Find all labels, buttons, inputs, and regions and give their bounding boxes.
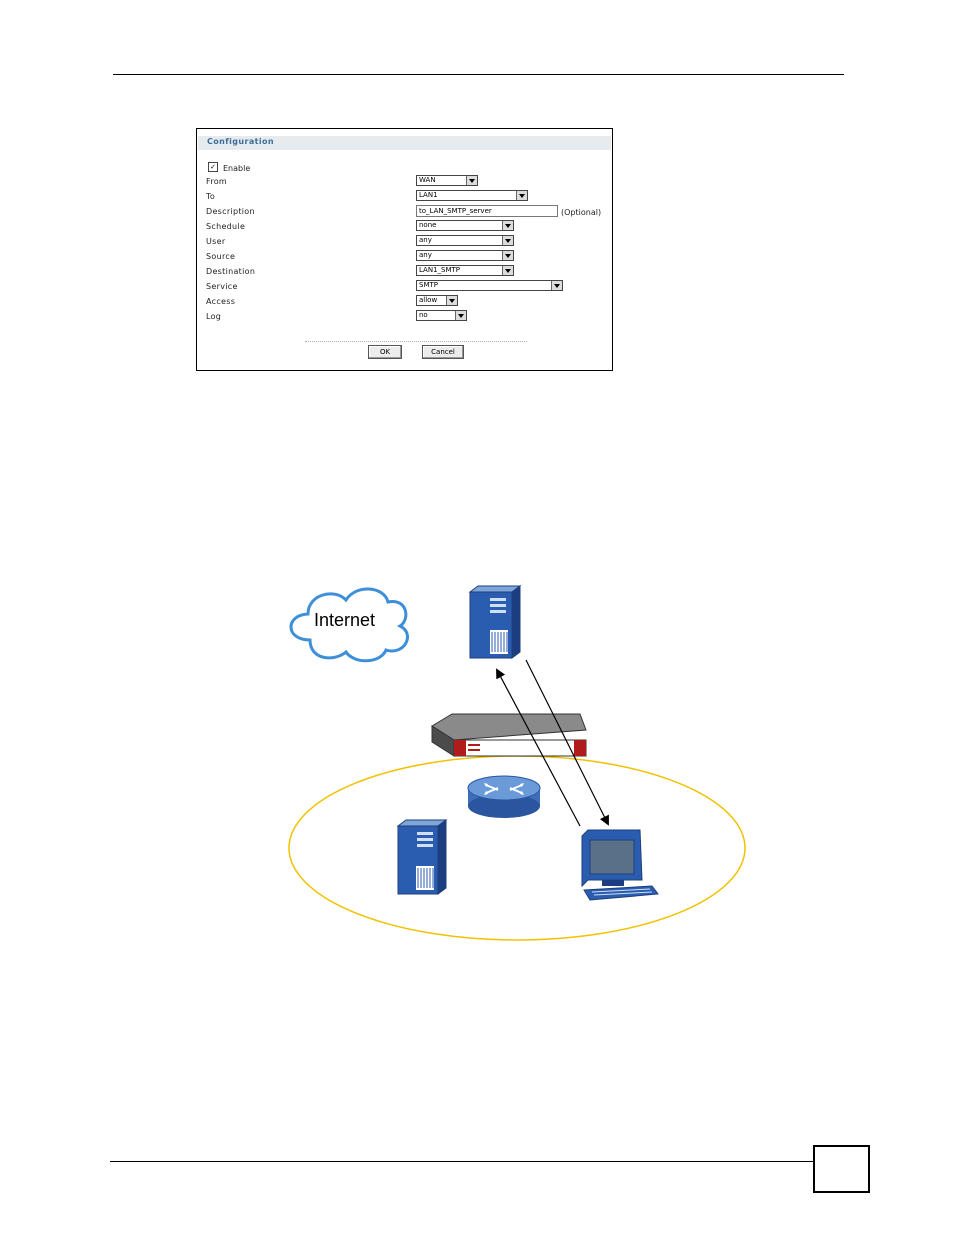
description-input[interactable]: to_LAN_SMTP_server <box>416 205 558 217</box>
page-number-box <box>813 1145 870 1193</box>
schedule-select-value: none <box>419 221 437 229</box>
chevron-down-icon <box>502 266 513 275</box>
access-select-value: allow <box>419 296 438 304</box>
internet-label: Internet <box>314 610 376 630</box>
panel-header: Configuration <box>198 136 611 150</box>
chevron-down-icon <box>551 281 562 290</box>
network-diagram: Internet <box>280 580 760 950</box>
service-select-value: SMTP <box>419 281 438 289</box>
button-separator <box>305 341 527 342</box>
optional-hint: (Optional) <box>561 208 602 217</box>
panel-title: Configuration <box>207 137 275 146</box>
chevron-down-icon <box>502 236 513 245</box>
header-rule <box>113 74 844 75</box>
diagram-canvas <box>288 585 746 941</box>
chevron-down-icon <box>466 176 477 185</box>
cancel-button[interactable]: Cancel <box>422 345 464 359</box>
from-select-value: WAN <box>419 176 436 184</box>
description-label: Description <box>206 207 255 216</box>
destination-select-value: LAN1_SMTP <box>419 266 461 274</box>
computer-icon <box>581 829 659 901</box>
router-icon <box>467 775 541 818</box>
destination-select[interactable]: LAN1_SMTP <box>416 265 514 276</box>
source-select-value: any <box>419 251 432 259</box>
log-label: Log <box>206 312 222 321</box>
chevron-down-icon <box>502 251 513 260</box>
service-label: Service <box>206 282 238 291</box>
to-select-value: LAN1 <box>419 191 438 199</box>
lan-server-icon <box>396 819 448 895</box>
access-label: Access <box>206 297 236 306</box>
user-select[interactable]: any <box>416 235 514 246</box>
from-label: From <box>206 177 228 186</box>
source-label: Source <box>206 252 236 261</box>
chevron-down-icon <box>446 296 457 305</box>
log-select-value: no <box>419 311 428 319</box>
schedule-select[interactable]: none <box>416 220 514 231</box>
log-select[interactable]: no <box>416 310 467 321</box>
destination-label: Destination <box>206 267 256 276</box>
firewall-icon <box>431 713 587 757</box>
schedule-label: Schedule <box>206 222 246 231</box>
to-label: To <box>206 192 216 201</box>
chevron-down-icon <box>455 311 466 320</box>
from-select[interactable]: WAN <box>416 175 478 186</box>
arrow-to-server <box>496 668 581 827</box>
chevron-down-icon <box>516 191 527 200</box>
to-select[interactable]: LAN1 <box>416 190 528 201</box>
user-label: User <box>206 237 226 246</box>
ok-button[interactable]: OK <box>368 345 402 359</box>
arrow-to-computer <box>525 659 609 826</box>
enable-checkbox[interactable]: ✓ <box>208 162 218 172</box>
description-input-value: to_LAN_SMTP_server <box>419 207 492 215</box>
user-select-value: any <box>419 236 432 244</box>
source-select[interactable]: any <box>416 250 514 261</box>
server-icon <box>468 585 522 659</box>
configuration-panel: Configuration ✓ Enable From To Descripti… <box>196 128 613 371</box>
enable-label: Enable <box>223 164 251 173</box>
cloud-icon <box>289 587 409 663</box>
footer-rule <box>110 1161 813 1162</box>
service-select[interactable]: SMTP <box>416 280 563 291</box>
access-select[interactable]: allow <box>416 295 458 306</box>
chevron-down-icon <box>502 221 513 230</box>
